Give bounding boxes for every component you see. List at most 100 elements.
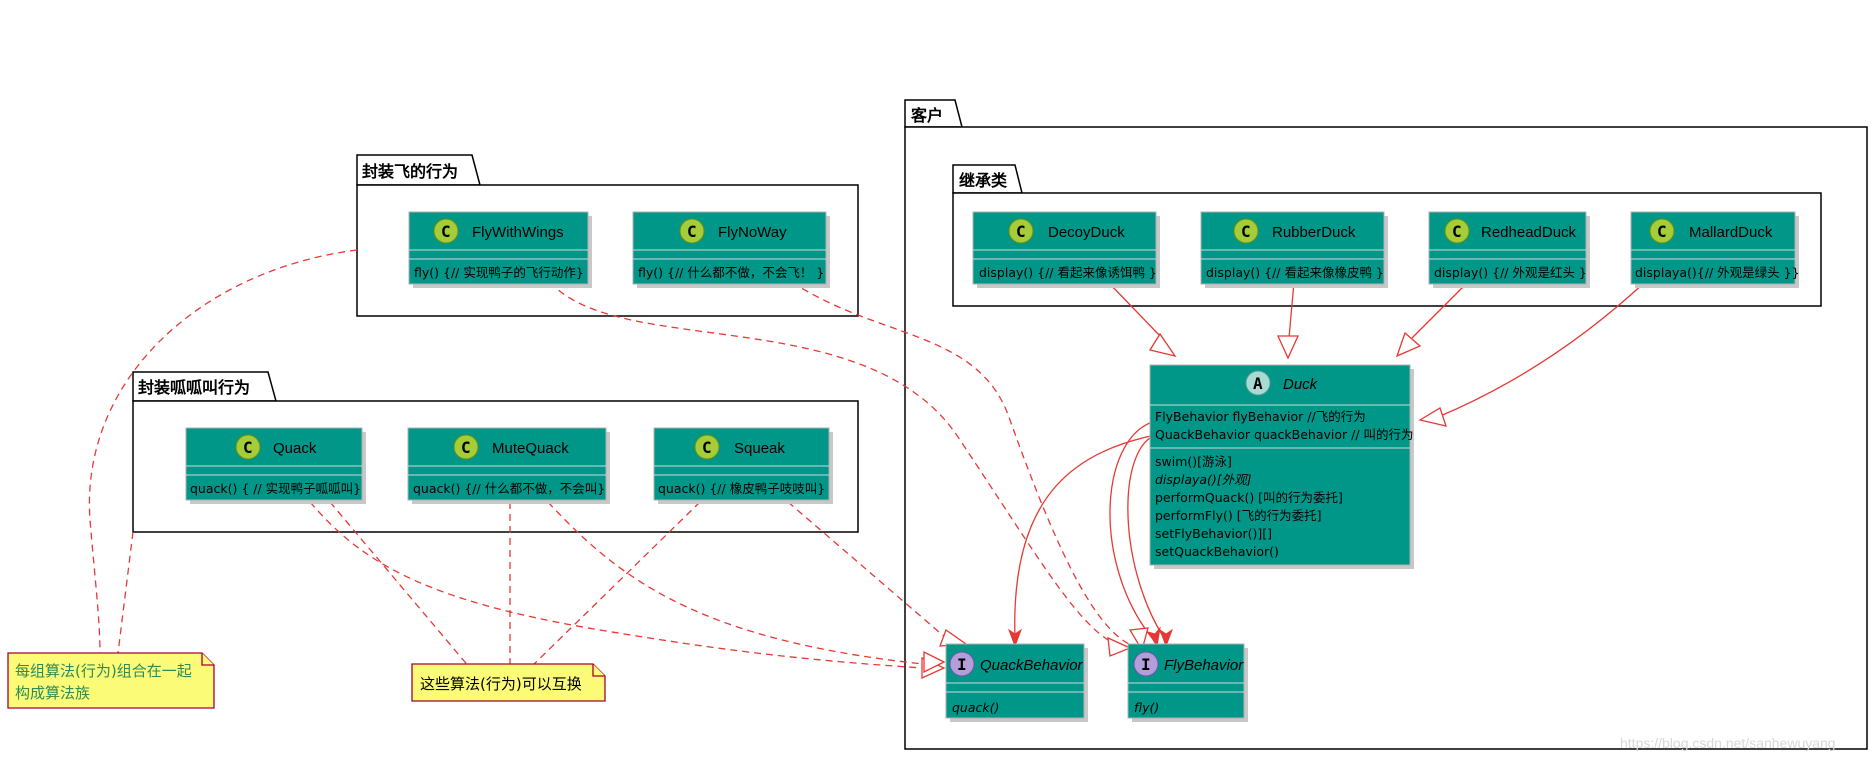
inherit-arrow-redhead <box>1395 331 1422 358</box>
rel-note-quack <box>329 501 471 669</box>
class-duck-name: Duck <box>1283 376 1319 393</box>
class-decoyduck-method: display() {// 看起来像诱饵鸭 } <box>979 265 1157 280</box>
class-duck-method: displaya()[外观] <box>1155 472 1252 487</box>
class-quackbehavior[interactable]: I QuackBehavior quack() <box>945 643 1088 722</box>
class-flywithwings-stereotype: C <box>441 222 451 241</box>
class-duck-method: setFlyBehavior()][] <box>1155 526 1272 541</box>
class-rubberduck-stereotype: C <box>1241 222 1251 241</box>
class-mallardduck-stereotype: C <box>1657 222 1667 241</box>
rel-redhead-duck <box>1411 281 1469 339</box>
class-duck-method: performFly() [飞的行为委托] <box>1155 508 1321 523</box>
class-flynoway-stereotype: C <box>687 222 697 241</box>
class-flynoway-method: fly() {// 什么都不做，不会飞！ } <box>638 265 824 280</box>
class-squeak-stereotype: C <box>702 438 712 457</box>
note-swap-text: 这些算法(行为)可以互换 <box>420 675 582 693</box>
class-flybehavior-method: fly() <box>1134 700 1159 715</box>
class-duck-method: swim()[游泳] <box>1155 454 1232 469</box>
class-c-icon <box>694 434 720 460</box>
class-c-icon <box>1008 218 1034 244</box>
class-quack-name: Quack <box>273 440 317 457</box>
class-flywithwings-name: FlyWithWings <box>472 224 564 241</box>
inherit-arrow-decoy <box>1148 332 1177 358</box>
class-mallardduck-name: MallardDuck <box>1689 224 1773 241</box>
class-a-icon <box>1245 370 1271 396</box>
class-flynoway-name: FlyNoWay <box>718 224 787 241</box>
class-decoyduck[interactable]: C DecoyDuck display() {// 看起来像诱饵鸭 } <box>972 211 1160 288</box>
class-quackbehavior-name: QuackBehavior <box>980 657 1084 674</box>
rel-duck-flybehavior <box>1109 419 1161 639</box>
class-flywithwings-method: fly() {// 实现鸭子的飞行动作} <box>414 265 584 280</box>
class-redheadduck-stereotype: C <box>1452 222 1462 241</box>
class-i-icon <box>1133 651 1159 677</box>
rel-decoy-duck <box>1107 281 1163 339</box>
class-decoyduck-name: DecoyDuck <box>1048 224 1125 241</box>
class-duck-field: QuackBehavior quackBehavior // 叫的行为 <box>1155 427 1414 442</box>
rel-note-quack-package <box>117 531 134 654</box>
relations <box>88 249 1646 669</box>
package-inherit-label: 继承类 <box>959 171 1008 190</box>
class-duck[interactable]: A Duck FlyBehavior flyBehavior //飞的行为 Qu… <box>1149 364 1414 569</box>
rel-duck-quackbehavior <box>1014 433 1161 639</box>
rel-flywithwings-flybehavior <box>549 281 1119 646</box>
rel-quack-quackbehavior <box>309 501 924 669</box>
class-mutequack-stereotype: C <box>461 438 471 457</box>
assoc-arrow-flybehavior-1 <box>1146 626 1161 648</box>
note-family-line: 构成算法族 <box>15 684 90 702</box>
class-mallardduck-method: displaya(){// 外观是绿头 }} <box>1635 265 1800 280</box>
rel-duck-flybehavior-2 <box>1127 433 1165 639</box>
package-fly-label: 封装飞的行为 <box>362 162 458 181</box>
rel-mallard-duck <box>1437 281 1646 418</box>
inherit-arrow-mallard <box>1418 407 1447 427</box>
class-duck-method: setQuackBehavior() <box>1155 544 1279 559</box>
class-c-icon <box>433 218 459 244</box>
realize-arrow-flywithwings <box>1107 636 1132 657</box>
class-c-icon <box>1444 218 1470 244</box>
class-duck-stereotype: A <box>1253 374 1263 393</box>
class-c-icon <box>679 218 705 244</box>
class-decoyduck-stereotype: C <box>1016 222 1026 241</box>
package-quack-label: 封装呱呱叫行为 <box>138 378 250 397</box>
class-flywithwings[interactable]: C FlyWithWings fly() {// 实现鸭子的飞行动作} <box>408 211 592 288</box>
class-squeak-method: quack() {// 橡皮鸭子吱吱叫} <box>658 481 825 496</box>
class-c-icon <box>453 434 479 460</box>
assoc-arrow-quackbehavior <box>1007 628 1023 648</box>
realize-arrow-quack-2 <box>923 650 946 674</box>
class-flybehavior[interactable]: I FlyBehavior fly() <box>1127 643 1248 722</box>
rel-rubber-duck <box>1288 281 1295 339</box>
class-quackbehavior-method: quack() <box>952 700 999 715</box>
package-client-label: 客户 <box>911 106 943 125</box>
class-squeak-name: Squeak <box>734 440 785 457</box>
class-mutequack-name: MuteQuack <box>492 440 569 457</box>
rel-note-fly-package <box>88 249 358 654</box>
class-c-icon <box>1649 218 1675 244</box>
class-redheadduck-name: RedheadDuck <box>1481 224 1577 241</box>
rel-note-squeak <box>529 501 701 669</box>
class-rubberduck[interactable]: C RubberDuck display() {// 看起来像橡皮鸭 } <box>1200 211 1388 288</box>
assoc-arrow-flybehavior-2 <box>1158 628 1174 648</box>
note-interchangeable: 这些算法(行为)可以互换 <box>411 663 606 702</box>
class-c-icon <box>1233 218 1259 244</box>
class-quack[interactable]: C Quack quack() { // 实现鸭子呱呱叫} <box>185 427 366 504</box>
class-rubberduck-name: RubberDuck <box>1272 224 1356 241</box>
note-algorithm-family: 每组算法(行为)组合在一起 构成算法族 <box>7 652 215 709</box>
inherit-arrow-rubber <box>1276 335 1300 360</box>
class-duck-field: FlyBehavior flyBehavior //飞的行为 <box>1155 409 1366 424</box>
class-redheadduck[interactable]: C RedheadDuck display() {// 外观是红头 } <box>1428 211 1590 288</box>
class-flynoway[interactable]: C FlyNoWay fly() {// 什么都不做，不会飞！ } <box>632 211 830 288</box>
class-quackbehavior-stereotype: I <box>957 655 967 674</box>
class-flybehavior-name: FlyBehavior <box>1164 657 1244 674</box>
class-squeak[interactable]: C Squeak quack() {// 橡皮鸭子吱吱叫} <box>653 427 833 504</box>
class-mutequack-method: quack() {// 什么都不做，不会叫} <box>413 481 605 496</box>
class-quack-method: quack() { // 实现鸭子呱呱叫} <box>190 481 361 496</box>
class-mallardduck[interactable]: C MallardDuck displaya(){// 外观是绿头 }} <box>1630 211 1800 288</box>
arrow-heads <box>921 331 1447 680</box>
class-quack-stereotype: C <box>243 438 253 457</box>
rel-flynoway-flybehavior <box>791 281 1141 649</box>
class-rubberduck-method: display() {// 看起来像橡皮鸭 } <box>1206 265 1384 280</box>
class-duck-method: performQuack() [叫的行为委托] <box>1155 490 1343 505</box>
rel-squeak-quackbehavior <box>787 501 947 639</box>
class-mutequack[interactable]: C MuteQuack quack() {// 什么都不做，不会叫} <box>407 427 610 504</box>
watermark: https://blog.csdn.net/sanhewuyang <box>1620 735 1836 751</box>
rel-mutequack-quackbehavior <box>547 501 924 665</box>
